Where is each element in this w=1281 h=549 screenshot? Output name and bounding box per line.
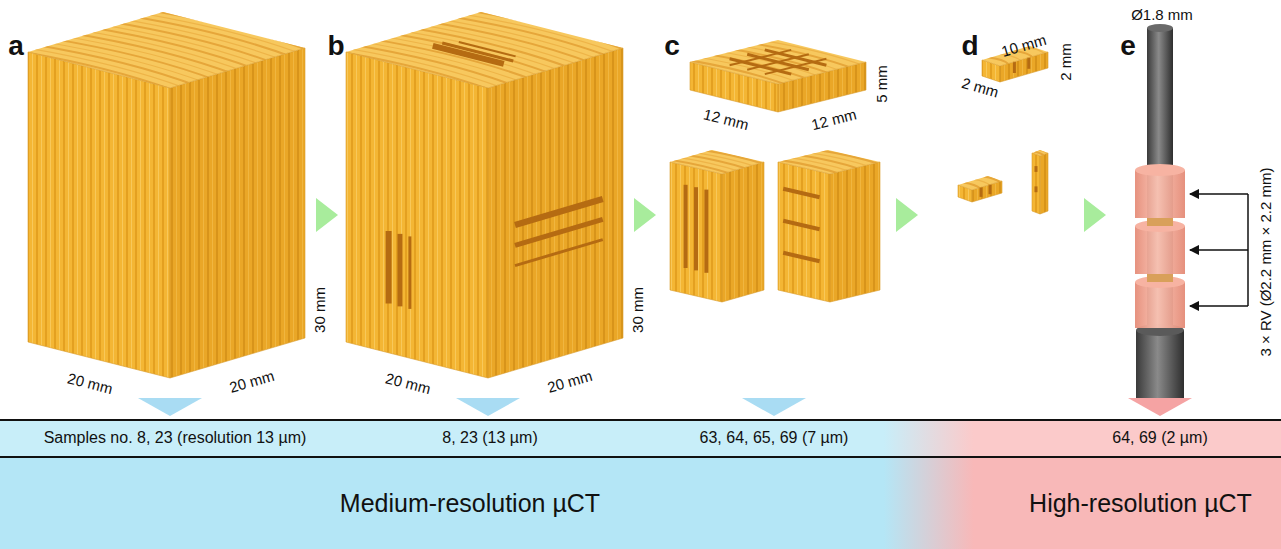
dimension-label: 12 mm: [810, 106, 858, 133]
resolution-band: High-resolution µCT: [1000, 458, 1281, 549]
wood-block: [1030, 147, 1056, 214]
wood-block: [661, 145, 782, 302]
dimension-label: 12 mm: [702, 106, 750, 133]
sample-label: 63, 64, 65, 69 (7 µm): [700, 429, 849, 447]
sample-row: [0, 420, 1281, 456]
dimension-label: 20 mm: [384, 370, 432, 397]
dimension-label: 2 mm: [1058, 43, 1075, 81]
panel-letter: c: [664, 31, 680, 62]
wood-block: [954, 170, 1021, 202]
dimension-label: 2 mm: [960, 75, 1001, 101]
sample-label: Samples no. 8, 23 (resolution 13 µm): [44, 429, 307, 447]
panel-letter: e: [1120, 31, 1136, 62]
resolution-band: Medium-resolution µCT: [0, 458, 940, 549]
wood-block: [672, 35, 888, 113]
dimension-label: 5 mm: [874, 65, 891, 103]
scan-marker: [138, 398, 1192, 416]
dimension-label: 30 mm: [630, 287, 647, 333]
dimension-label: 30 mm: [312, 287, 329, 333]
wood-block: [318, 7, 643, 378]
panel-letter: b: [327, 31, 344, 62]
dimension-label: 20 mm: [546, 368, 595, 396]
dimension-label: Ø1.8 mm: [1131, 7, 1193, 24]
dimension-label: 20 mm: [66, 370, 114, 397]
band-title: Medium-resolution µCT: [340, 489, 600, 518]
wood-block: [768, 145, 900, 302]
panel-letter: a: [8, 31, 24, 62]
sample-holder: [1135, 24, 1185, 398]
panel-letter: d: [961, 31, 978, 62]
sample-label: 64, 69 (2 µm): [1112, 429, 1207, 447]
rv-bracket: [1190, 194, 1248, 306]
wood-block: [0, 7, 325, 378]
dimension-label: 10 mm: [1000, 32, 1049, 60]
resolution-band: [0, 458, 1281, 549]
sample-label: 8, 23 (13 µm): [442, 429, 537, 447]
band-title: High-resolution µCT: [1029, 489, 1252, 518]
dimension-label: 3 × RV (Ø2.2 mm × 2.2 mm): [1258, 168, 1275, 357]
dimension-label: 20 mm: [228, 368, 277, 396]
